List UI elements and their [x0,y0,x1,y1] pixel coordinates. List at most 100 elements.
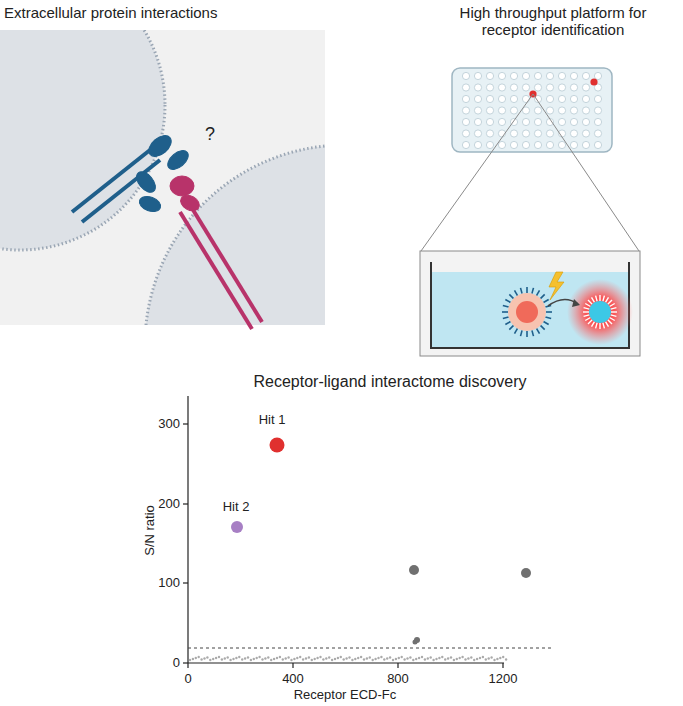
spike [503,317,509,319]
well [558,84,565,91]
well [534,141,541,148]
data-point [227,656,229,658]
data-point [238,656,240,658]
data-point [209,659,211,661]
data-point [488,657,490,659]
data-point [273,658,275,660]
spike [540,294,544,298]
spike [603,296,605,302]
data-point [270,659,272,661]
well [486,95,493,102]
scatter-plot [183,396,553,668]
spike [606,322,609,327]
panel-title: Receptor-ligand interactome discovery [253,373,526,391]
spike [611,308,617,310]
spike [515,290,518,295]
well [498,84,505,91]
well [498,118,505,125]
well [582,95,589,102]
data-point [485,658,487,660]
well [474,107,481,114]
data-point [311,659,313,661]
well [510,95,517,102]
spike [599,323,600,329]
well [570,107,577,114]
spike [532,288,534,294]
well [558,95,565,102]
data-point [290,659,292,661]
data-point [392,659,394,661]
well [462,84,469,91]
data-point [305,657,307,659]
data-point [450,656,452,658]
spike [584,315,590,317]
data-point [325,657,327,659]
data-point [203,657,205,659]
data-point [374,658,376,660]
data-point [200,658,202,660]
ligand [170,176,262,329]
data-point [383,658,385,660]
spike [521,330,523,336]
spike [608,320,612,324]
data-point [331,659,333,661]
data-point [235,657,237,659]
spike [543,300,548,303]
data-point [377,657,379,659]
well [486,84,493,91]
well [486,107,493,114]
well [582,141,589,148]
data-point [244,657,246,659]
well [498,72,505,79]
data-point [232,658,234,660]
well [510,84,517,91]
data-point [206,656,208,658]
well [510,72,517,79]
well [462,130,469,137]
data-point [287,656,289,658]
data-point [229,659,231,661]
well [582,72,589,79]
well [510,141,517,148]
spike [537,290,540,295]
well [462,118,469,125]
data-point [337,657,339,659]
data-point [322,658,324,660]
data-point [357,657,359,659]
data-point [224,657,226,659]
well [498,95,505,102]
data-point [447,657,449,659]
data-point [319,656,321,658]
point-label: Hit 2 [223,500,250,515]
data-point [247,656,249,658]
spike [537,328,540,333]
well [474,118,481,125]
well [546,130,553,137]
spike [509,325,513,329]
data-point [412,659,414,661]
data-point [308,656,310,658]
data-point [354,658,356,660]
spike [592,322,595,327]
well [474,72,481,79]
well [522,95,529,102]
data-point [499,657,501,659]
well [546,84,553,91]
spike [588,300,592,304]
data-point [302,658,304,660]
well [546,141,553,148]
spike [515,328,518,333]
well [534,130,541,137]
data-point [369,656,371,658]
tick-label: 200 [158,497,180,512]
data-point [496,658,498,660]
spike [526,287,528,293]
well [522,141,529,148]
data-point [296,657,298,659]
data-point [401,656,403,658]
spike [596,296,598,302]
spike [596,323,598,329]
data-point [395,658,397,660]
well [594,107,601,114]
